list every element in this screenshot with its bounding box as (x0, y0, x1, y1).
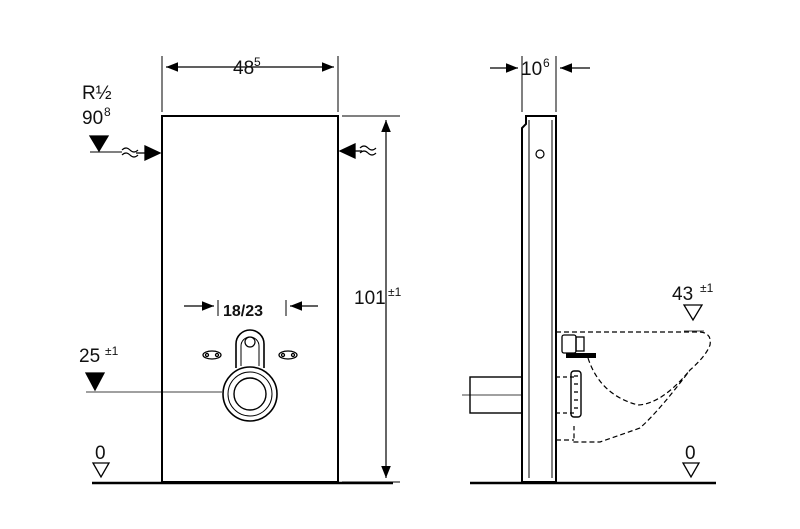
inlet-height-sup: 8 (104, 105, 111, 119)
water-inlet-left (121, 144, 162, 162)
front-floor-marker (91, 462, 111, 479)
drain-outlet (222, 366, 278, 422)
depth-sup: 6 (543, 56, 550, 70)
bolt-hole-right (278, 350, 298, 360)
thread-size: R½ (82, 83, 112, 104)
front-floor-label: 0 (95, 443, 106, 464)
depth-value: 10 (521, 59, 542, 80)
water-inlet-right (338, 142, 377, 160)
width-sup: 5 (254, 55, 261, 69)
bowl-height-marker (682, 304, 704, 332)
outlet-height-value: 25 (79, 346, 100, 367)
outlet-level-marker (84, 372, 222, 393)
flush-pipe-connection (235, 329, 265, 368)
side-frame (521, 115, 557, 483)
side-floor-marker (681, 462, 701, 479)
total-height-value: 101 (354, 288, 386, 309)
outlet-collar (570, 370, 582, 418)
side-floor-label: 0 (685, 443, 696, 464)
outlet-height-sup: ±1 (105, 344, 119, 358)
flush-connector (561, 334, 596, 358)
inlet-height-value: 90 (82, 108, 103, 129)
bowl-height-value: 43 (672, 284, 693, 305)
inlet-level-marker (88, 135, 122, 153)
bolt-hole-left (202, 350, 222, 360)
drain-pipe (462, 376, 576, 414)
total-height-sup: ±1 (388, 285, 402, 299)
spacing-value: 18/23 (223, 303, 263, 320)
toilet-bowl-outline (556, 331, 711, 443)
side-view (462, 56, 716, 485)
width-value: 48 (233, 58, 254, 79)
front-view (84, 56, 400, 485)
front-panel (161, 115, 339, 483)
bowl-height-sup: ±1 (700, 281, 714, 295)
